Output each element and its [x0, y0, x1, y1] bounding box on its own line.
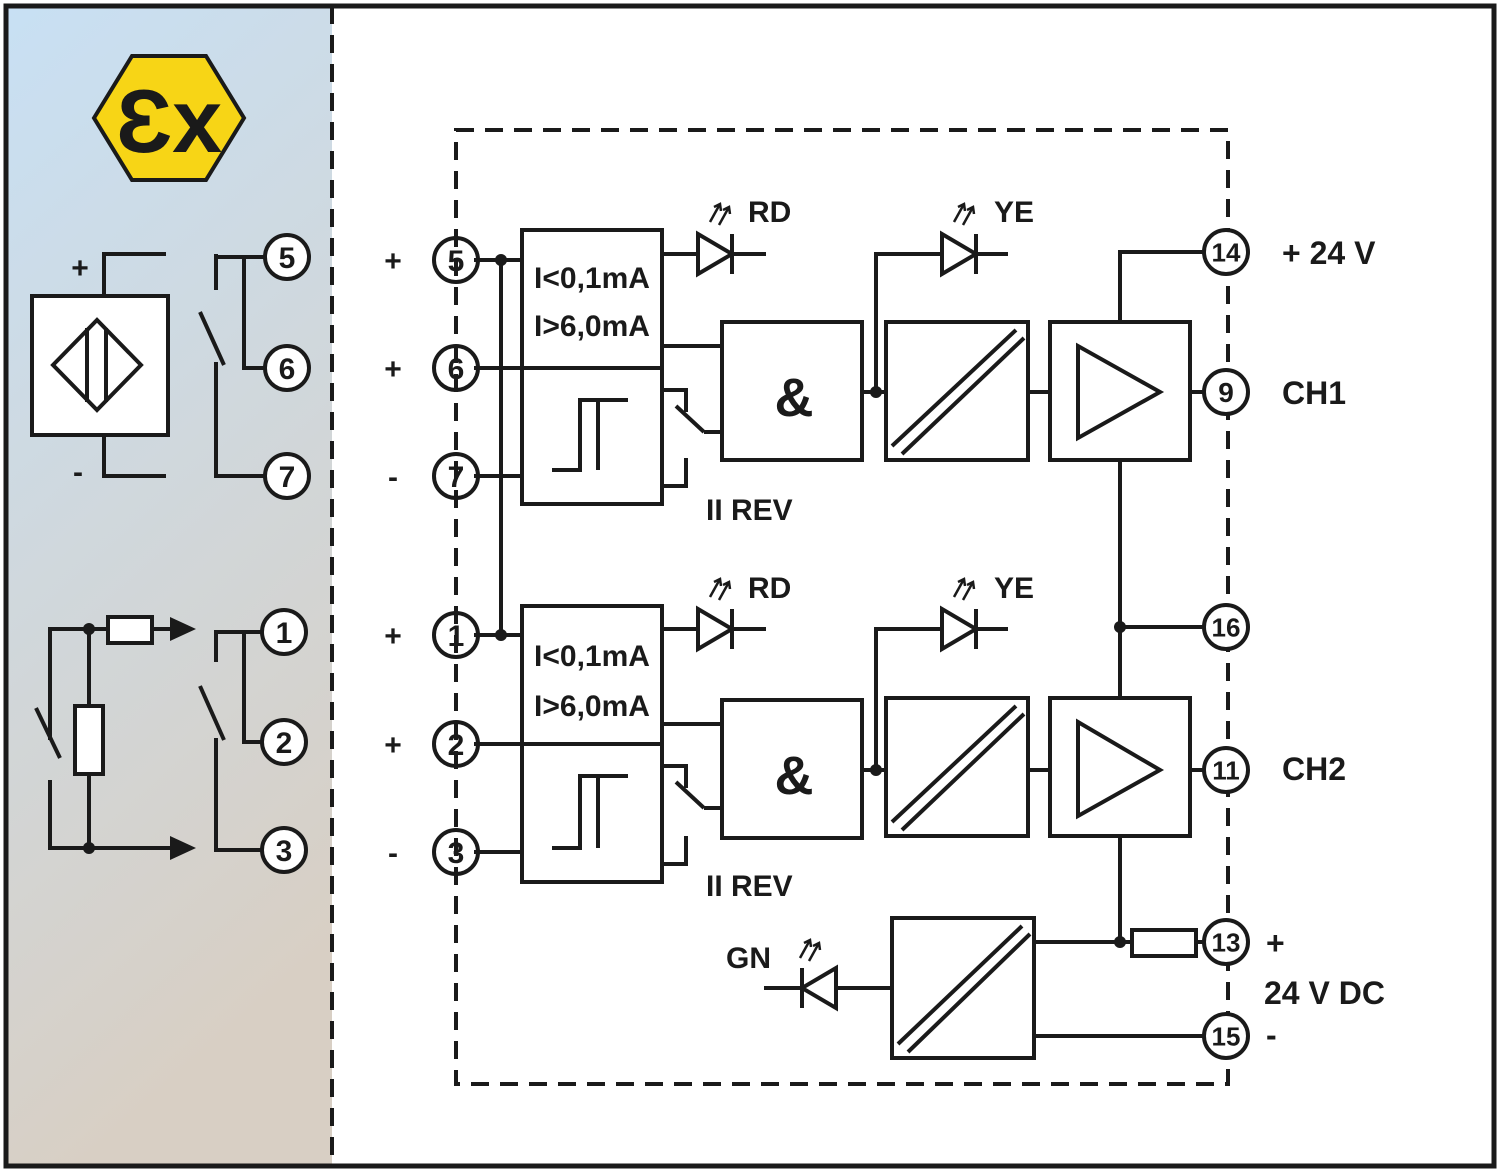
status-led-label: YE	[994, 196, 1034, 229]
and-gate	[720, 320, 864, 462]
fault-monitor-box	[520, 604, 664, 746]
hysteresis-icon	[552, 398, 628, 472]
terminal-number: 2	[276, 727, 293, 760]
light-rays-icon	[952, 202, 976, 227]
red-led-icon	[696, 232, 734, 276]
terminal-24v: 14	[1202, 228, 1250, 276]
fault-low-label: I<0,1mA	[534, 640, 650, 673]
hysteresis-icon	[552, 774, 628, 850]
polarity-sign: -	[388, 837, 398, 870]
channel-1-block: I<0,1mA I>6,0mA RD & II REV YE	[520, 196, 1210, 527]
ex-symbol: Ɛx	[116, 72, 222, 172]
terminal-number: 7	[279, 461, 296, 494]
proximity-sensor-icon	[30, 252, 170, 478]
field-terminal-2: 2	[260, 718, 308, 766]
terminal-ch1: 9	[1202, 368, 1250, 416]
fault-low-label: I<0,1mA	[534, 262, 650, 295]
switch-contacts-ch2	[198, 630, 264, 852]
terminal-number: 2	[448, 729, 465, 762]
amplifier-icon	[1076, 342, 1165, 442]
trigger-box	[520, 366, 664, 506]
and-symbol: &	[775, 368, 814, 428]
reverse-switch-icon	[662, 388, 688, 412]
ch2-output-label: CH2	[1282, 751, 1346, 787]
polarity-sign: -	[388, 461, 398, 494]
amplifier-block	[1048, 696, 1192, 838]
supply-wiring	[1034, 250, 1210, 1038]
outer-frame	[3, 3, 1497, 1169]
terminal-number: 1	[276, 617, 293, 650]
fault-high-label: I>6,0mA	[534, 310, 650, 343]
supply-plus-sign: +	[1266, 925, 1285, 961]
field-terminal-6: 6	[263, 344, 311, 392]
junction-dot	[495, 629, 507, 641]
polarity-sign: +	[384, 729, 402, 762]
isolation-block	[884, 320, 1030, 462]
output-terminals: 14 9 16 11 13 15	[1202, 228, 1250, 1060]
light-rays-icon	[708, 577, 732, 602]
sensor-plus-label: +	[71, 252, 89, 285]
hazardous-area-panel	[6, 6, 332, 1166]
yellow-led-icon	[940, 232, 978, 276]
red-led-icon	[696, 607, 734, 651]
fault-led-label: RD	[748, 572, 791, 605]
isolation-block	[884, 696, 1030, 838]
fault-monitor-box	[520, 228, 664, 370]
supply-24v-label: + 24 V	[1282, 235, 1376, 271]
reverse-switch-label: II REV	[706, 870, 793, 903]
contact-resistor-network-icon	[34, 615, 196, 860]
supply-dc-label: 24 V DC	[1264, 975, 1385, 1011]
reverse-switch-icon	[662, 764, 688, 788]
terminal-number: 9	[1218, 377, 1234, 408]
light-rays-icon	[798, 938, 822, 963]
terminal-supply-minus: 15	[1202, 1012, 1250, 1060]
field-terminal-5: 5	[263, 233, 311, 281]
terminal-number: 15	[1212, 1021, 1241, 1051]
terminal-ch2: 11	[1202, 746, 1250, 794]
light-rays-icon	[708, 202, 732, 227]
polarity-sign: +	[384, 620, 402, 653]
trigger-box	[520, 742, 664, 884]
terminal-number: 3	[276, 835, 293, 868]
field-terminal-3: 3	[260, 826, 308, 874]
amplifier-block	[1048, 320, 1192, 462]
terminal-number: 11	[1212, 755, 1240, 785]
terminal-common: 16	[1202, 603, 1250, 651]
power-supply-block: GN	[726, 916, 1036, 1060]
ex-hazard-icon: Ɛx	[91, 54, 247, 182]
input-sign-labels: 5+6+7-1+2+3-	[384, 236, 480, 876]
terminal-number: 16	[1212, 612, 1241, 642]
ch1-output-label: CH1	[1282, 375, 1346, 411]
and-symbol: &	[775, 746, 814, 806]
light-rays-icon	[952, 577, 976, 602]
channel-2-block: I<0,1mA I>6,0mA RD & II REV YE	[520, 572, 1210, 903]
polarity-sign: +	[384, 245, 402, 278]
fault-high-label: I>6,0mA	[534, 690, 650, 723]
fuse-icon	[1130, 928, 1198, 958]
reverse-switch-label: II REV	[706, 494, 793, 527]
status-led-label: YE	[994, 572, 1034, 605]
terminal-supply-plus: 13	[1202, 918, 1250, 966]
terminal-number: 13	[1212, 927, 1241, 957]
green-led-icon	[798, 964, 838, 1012]
terminal-number: 6	[448, 353, 465, 386]
polarity-sign: +	[384, 353, 402, 386]
field-terminal-7: 7	[263, 452, 311, 500]
amplifier-icon	[1076, 718, 1165, 820]
power-led-label: GN	[726, 942, 771, 975]
field-terminals: 5 6 7 1 2 3	[260, 233, 311, 874]
sensor-minus-label: -	[73, 456, 83, 489]
switch-contacts-ch1	[198, 254, 264, 478]
dc-converter	[890, 916, 1036, 1060]
junction-dot	[495, 254, 507, 266]
yellow-led-icon	[940, 607, 978, 651]
terminal-number: 6	[279, 353, 296, 386]
field-terminal-1: 1	[260, 608, 308, 656]
terminal-number: 5	[279, 242, 296, 275]
supply-minus-sign: -	[1266, 1017, 1277, 1053]
fault-led-label: RD	[748, 196, 791, 229]
terminal-number: 14	[1212, 237, 1241, 267]
